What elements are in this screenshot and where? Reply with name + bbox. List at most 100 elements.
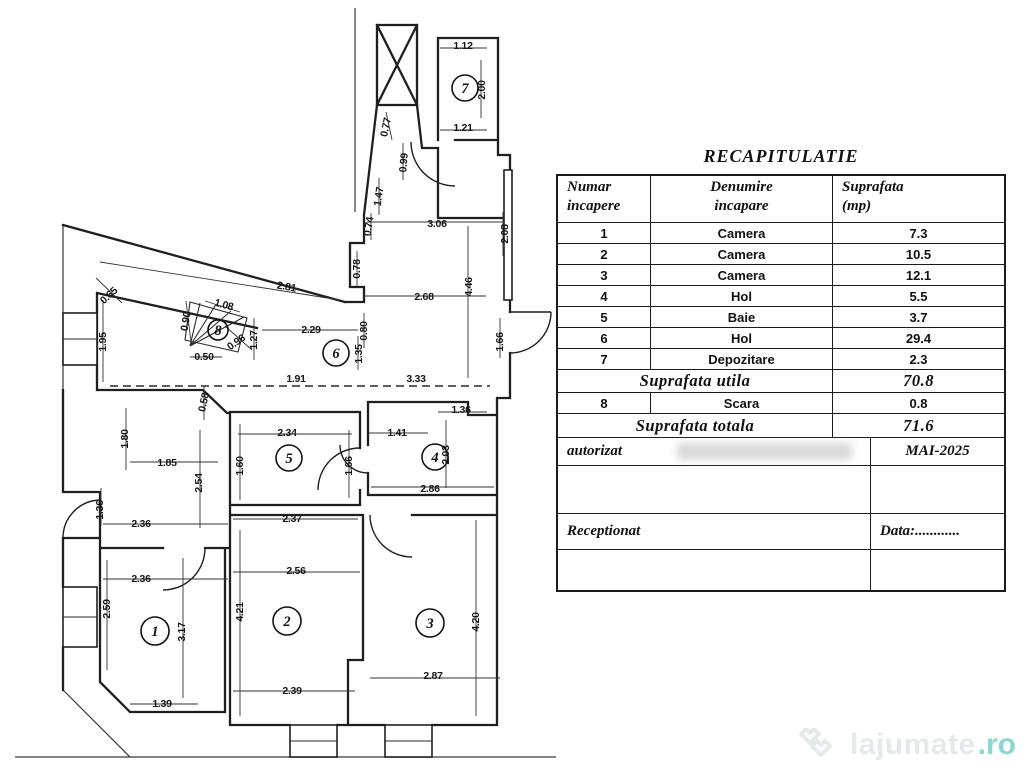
- recap-table: Numar incapere Denumire incapare Suprafata…: [556, 174, 1006, 592]
- table-row: 2 Camera 10.5: [558, 243, 1004, 264]
- dim-label: 0.90: [178, 311, 193, 332]
- row-area: 12.1: [832, 265, 1004, 285]
- table-row: 8 Scara 0.8: [558, 392, 1004, 413]
- dim-label: 3.17: [176, 622, 188, 642]
- header-line: incapare: [714, 197, 769, 214]
- room-numbers: 7 6 8 5 4 1 2 3: [140, 74, 479, 646]
- autorizat-date: MAI-2025: [870, 438, 1004, 465]
- empty-cell: [558, 550, 870, 590]
- row-name: Depozitare: [650, 349, 832, 369]
- lot-boundary-lines: [15, 8, 556, 758]
- dim-label: 4.21: [234, 602, 246, 622]
- watermark: lajumate.ro: [798, 728, 1016, 762]
- dim-label: 2.36: [131, 573, 151, 585]
- dim-label: 1.12: [453, 40, 473, 52]
- dim-label: 1.35: [353, 344, 365, 364]
- table-row: 7 Depozitare 2.3: [558, 348, 1004, 369]
- row-nr: 4: [600, 288, 608, 304]
- door-arcs: [62, 141, 552, 591]
- row-nr: 3: [600, 267, 608, 283]
- row-nr: 5: [600, 309, 608, 325]
- stair-shaft-hatch: [375, 23, 419, 107]
- recap-title: RECAPITULATIE: [703, 146, 859, 166]
- dim-label: 1.66: [343, 456, 355, 476]
- dim-label: 1.36: [451, 404, 471, 416]
- utila-row: Suprafata utila 70.8: [558, 369, 1004, 392]
- dim-label: 2.03: [440, 445, 452, 465]
- room-number: 8: [214, 323, 222, 339]
- header-line: Denumire: [710, 179, 773, 195]
- dim-label: 4.20: [470, 612, 482, 632]
- room-number: 5: [285, 451, 292, 467]
- row-name: Camera: [650, 244, 832, 264]
- row-area: 3.7: [832, 307, 1004, 327]
- dim-label: 2.59: [101, 599, 113, 619]
- dim-label: 1.66: [494, 332, 506, 352]
- row-name: Camera: [650, 223, 832, 243]
- floor-plan: 1.12 2.00 1.21 0.77 0.99 1.47 0.74 3.06 …: [15, 8, 556, 758]
- row-name: Scara: [650, 393, 832, 413]
- dim-label: 2.86: [420, 483, 440, 495]
- dim-label: 1.47: [372, 186, 387, 207]
- data-label: Data:............: [870, 514, 1004, 549]
- dim-label: 2.36: [131, 518, 151, 530]
- dim-label: 3.33: [406, 373, 426, 385]
- row-area: 2.3: [832, 349, 1004, 369]
- header-line: incapere: [567, 197, 621, 214]
- dim-label: 1.08: [213, 297, 235, 314]
- autorizat-label: autorizat: [567, 443, 623, 459]
- table-row: 1 Camera 7.3: [558, 222, 1004, 243]
- dim-label: 2.68: [414, 291, 434, 303]
- row-nr: 8: [600, 395, 608, 411]
- row-nr: 2: [600, 246, 608, 262]
- header-line: (mp): [842, 197, 872, 214]
- row-name: Hol: [650, 286, 832, 306]
- row-name: Camera: [650, 265, 832, 285]
- table-row: 6 Hol 29.4: [558, 327, 1004, 348]
- stair-fan: [184, 301, 248, 353]
- dim-label: 2.56: [286, 565, 306, 577]
- dim-label: 0.58: [196, 391, 212, 413]
- dim-label: 2.81: [276, 279, 297, 294]
- row-nr: 6: [600, 330, 608, 346]
- walls: [61, 36, 512, 727]
- table-row: 4 Hol 5.5: [558, 285, 1004, 306]
- empty-cell: [870, 466, 1004, 513]
- dim-label: 0.74: [362, 216, 377, 237]
- row-area: 29.4: [832, 328, 1004, 348]
- row-name: Baie: [650, 307, 832, 327]
- watermark-brand: lajumate: [849, 728, 976, 761]
- table-row: 5 Baie 3.7: [558, 306, 1004, 327]
- dimension-labels: 1.12 2.00 1.21 0.77 0.99 1.47 0.74 3.06 …: [94, 40, 511, 710]
- header-numar: Numar incapere: [558, 176, 650, 222]
- row-area: 7.3: [832, 223, 1004, 243]
- dim-label: 1.21: [453, 122, 473, 134]
- table-row: 3 Camera 12.1: [558, 264, 1004, 285]
- dimension-lines: [95, 47, 505, 716]
- dim-label: 4.46: [463, 277, 475, 297]
- row-area: 0.8: [832, 393, 1004, 413]
- totala-row: Suprafata totala 71.6: [558, 413, 1004, 437]
- room-number: 2: [282, 614, 290, 630]
- redacted-name: [677, 443, 853, 460]
- dim-label: 0.78: [351, 259, 363, 279]
- dim-label: 2.29: [301, 324, 321, 336]
- header-line: Suprafata: [842, 179, 904, 195]
- header-line: Numar: [567, 179, 612, 195]
- dim-label: 1.39: [152, 698, 172, 710]
- dim-label: 0.77: [378, 116, 394, 138]
- dim-label: 2.34: [277, 427, 297, 439]
- watermark-tld: .ro: [977, 728, 1016, 761]
- dim-label: 1.27: [248, 330, 260, 350]
- dim-label: 0.65: [98, 285, 121, 307]
- room-number: 3: [425, 616, 433, 632]
- dim-label: 1.80: [119, 429, 131, 449]
- autorizat-cell: autorizat: [558, 438, 870, 465]
- row-area: 10.5: [832, 244, 1004, 264]
- dim-label: 0.80: [358, 321, 370, 341]
- dim-label: 1.85: [157, 457, 177, 469]
- dim-label: 0.99: [397, 152, 411, 173]
- row-nr: 7: [600, 351, 608, 367]
- dim-label: 2.08: [499, 224, 511, 244]
